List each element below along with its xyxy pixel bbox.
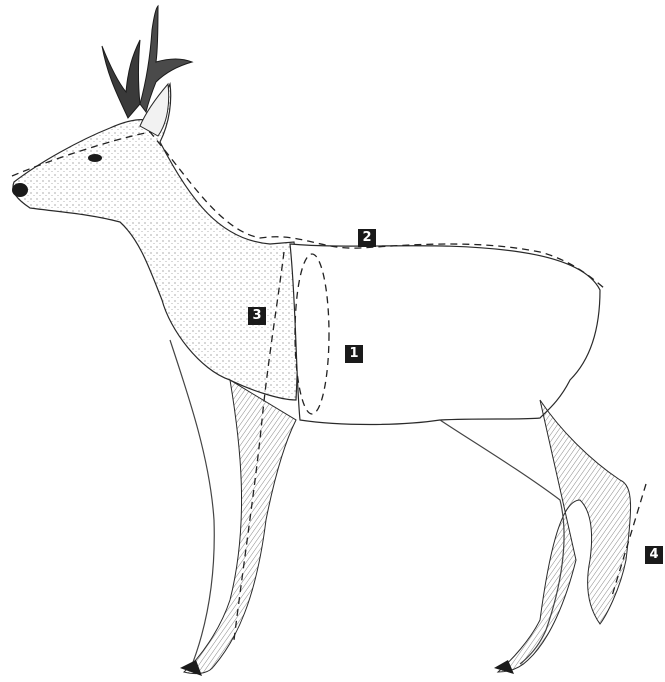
- front-leg-inner: [170, 340, 214, 670]
- front-leg: [184, 380, 296, 674]
- antler-left: [102, 40, 140, 118]
- marker-3: 3: [248, 307, 266, 325]
- nose: [12, 183, 28, 197]
- marker-4: 4: [645, 546, 663, 564]
- marker-2: 2: [358, 229, 376, 247]
- marker-1: 1: [345, 345, 363, 363]
- torso: [290, 244, 600, 425]
- eye: [88, 154, 102, 162]
- deer-illustration: [12, 6, 631, 676]
